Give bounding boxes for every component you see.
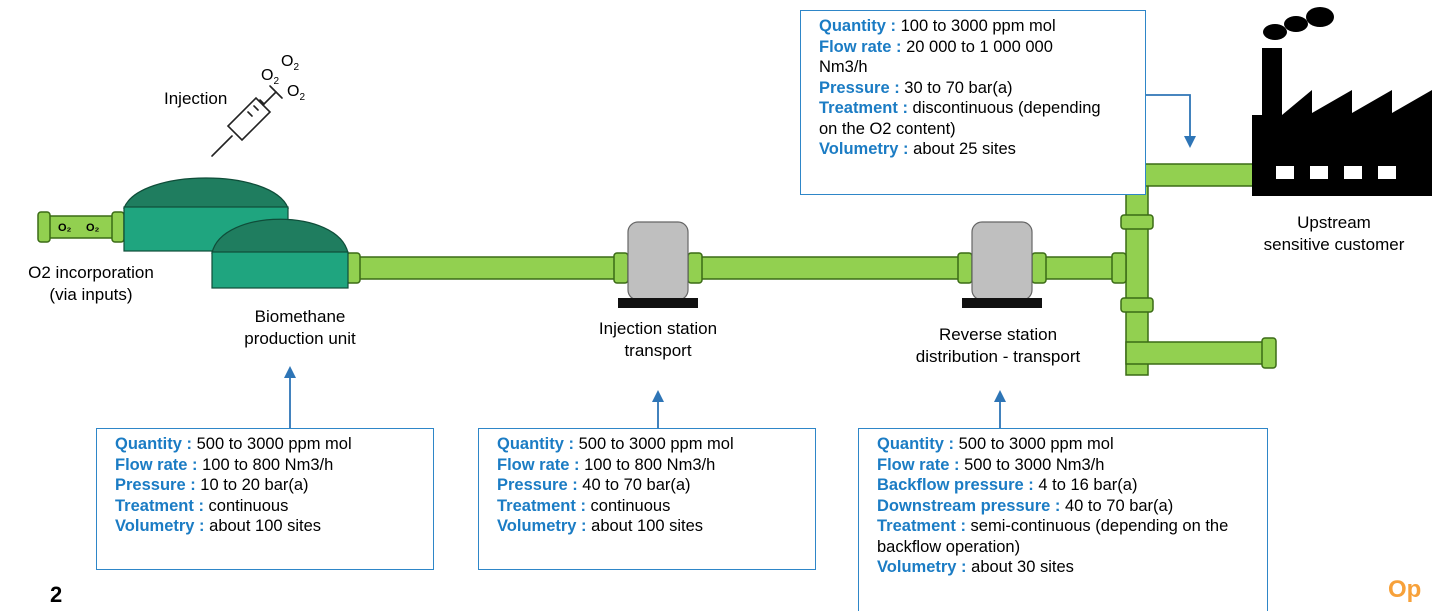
- o2-molecules: O2 O2 O2: [261, 53, 305, 103]
- info-pressure: Pressure : 30 to 70 bar(a): [819, 78, 1013, 97]
- pipe-o2-label-a: O₂: [58, 222, 72, 234]
- info-flow-rate: Flow rate : 20 000 to 1 000 000 Nm3/h: [819, 37, 1053, 77]
- info-treatment: Treatment : continuous: [497, 496, 671, 515]
- info-pressure: Pressure : 10 to 20 bar(a): [115, 476, 309, 494]
- info-box-biomethane: Quantity : 500 to 3000 ppm mol Flow rate…: [96, 428, 434, 570]
- svg-text:O2: O2: [281, 53, 299, 73]
- info-volumetry: Volumetry : about 25 sites: [819, 140, 1016, 158]
- label-o2-incorporation: O2 incorporation (via inputs): [28, 263, 154, 304]
- info-volumetry: Volumetry : about 100 sites: [497, 517, 704, 535]
- info-box-injection-station: Quantity : 500 to 3000 ppm mol Flow rate…: [478, 428, 816, 570]
- syringe-icon: [211, 85, 283, 157]
- page-number: 2: [50, 582, 63, 607]
- info-flow-rate: Flow rate : 100 to 800 Nm3/h: [115, 455, 334, 474]
- info-flow-rate: Flow rate : 100 to 800 Nm3/h: [497, 455, 716, 474]
- label-injection: Injection: [164, 89, 228, 108]
- callout-arrows: [284, 94, 1196, 430]
- label-customer: Upstream sensitive customer: [1263, 213, 1405, 254]
- svg-text:O2: O2: [287, 83, 305, 103]
- digester-front: [211, 218, 349, 289]
- info-treatment: Treatment : continuous: [115, 496, 289, 515]
- info-treatment: Treatment : semi-continuous (depending o…: [877, 517, 1229, 556]
- info-treatment: Treatment : discontinuous (depending on …: [819, 99, 1101, 138]
- biomethane-digesters: [123, 177, 349, 289]
- info-box-customer: Quantity : 100 to 3000 ppm mol Flow rate…: [800, 10, 1146, 195]
- info-quantity: Quantity : 500 to 3000 ppm mol: [497, 435, 734, 453]
- injection-station-icon: [618, 221, 698, 308]
- label-reverse-station: Reverse station distribution - transport: [915, 325, 1081, 366]
- pipe-flanges: [37, 211, 1277, 369]
- info-flow-rate: Flow rate : 500 to 3000 Nm3/h: [877, 455, 1105, 474]
- info-volumetry: Volumetry : about 30 sites: [877, 558, 1074, 576]
- label-injection-station: Injection station transport: [598, 319, 718, 360]
- info-pressure: Pressure : 40 to 70 bar(a): [497, 476, 691, 494]
- info-quantity: Quantity : 500 to 3000 ppm mol: [115, 435, 352, 453]
- brand-logo: Op: [1388, 576, 1422, 603]
- info-backflow-pressure: Backflow pressure : 4 to 16 bar(a): [877, 476, 1138, 494]
- pipe-o2-label-b: O₂: [86, 222, 100, 234]
- label-biomethane-unit: Biomethane production unit: [244, 307, 356, 348]
- inlet-o2-labels: O₂ O₂: [58, 222, 100, 234]
- factory-icon: [1252, 7, 1432, 196]
- info-downstream-pressure: Downstream pressure : 40 to 70 bar(a): [877, 496, 1174, 515]
- info-box-reverse-station: Quantity : 500 to 3000 ppm mol Flow rate…: [858, 428, 1268, 611]
- info-quantity: Quantity : 500 to 3000 ppm mol: [877, 435, 1114, 453]
- info-quantity: Quantity : 100 to 3000 ppm mol: [819, 17, 1056, 35]
- reverse-station-icon: [962, 221, 1042, 308]
- svg-text:O2: O2: [261, 67, 279, 87]
- info-volumetry: Volumetry : about 100 sites: [115, 517, 322, 535]
